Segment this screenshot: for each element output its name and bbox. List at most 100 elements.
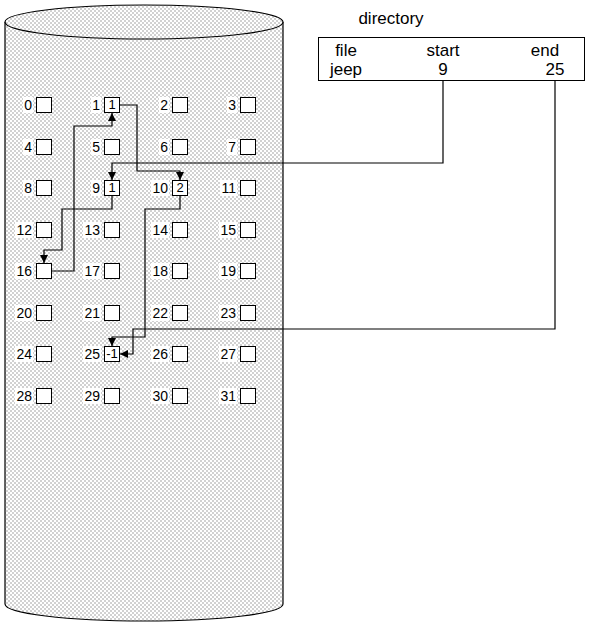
block-number: 12 (15, 222, 33, 238)
block-pointer-box (104, 388, 120, 404)
block-number: 24 (15, 346, 33, 362)
block-pointer-box (172, 388, 188, 404)
directory-table: directoryfilestartendjeep925 (318, 37, 585, 81)
disk-block: 30 (151, 388, 188, 404)
disk-block: 6 (159, 139, 188, 155)
disk-block: 26 (151, 346, 188, 362)
disk-block: 18 (151, 263, 188, 279)
disk-block: 28 (15, 388, 52, 404)
pointer-arrow (44, 196, 112, 263)
disk-block: 0 (23, 97, 52, 113)
block-number: 7 (227, 139, 237, 155)
block-number: 20 (15, 305, 33, 321)
block-number: 10 (151, 180, 169, 196)
disk-block: 20 (15, 305, 52, 321)
pointer-arrow (120, 105, 180, 180)
block-number: 0 (23, 97, 33, 113)
disk-block: 29 (83, 388, 120, 404)
block-number: 8 (23, 180, 33, 196)
block-number: 19 (219, 263, 237, 279)
block-number: 21 (83, 305, 101, 321)
block-number: 1 (91, 97, 101, 113)
disk-block: 24 (15, 346, 52, 362)
block-pointer-box (36, 180, 52, 196)
block-pointer-box (240, 346, 256, 362)
disk-block: 25-1 (83, 346, 120, 362)
block-pointer-box (104, 305, 120, 321)
block-number: 31 (219, 388, 237, 404)
block-number: 30 (151, 388, 169, 404)
disk-block: 12 (15, 222, 52, 238)
block-pointer-box (240, 139, 256, 155)
disk-block: 91 (91, 180, 120, 196)
table-heading: directory (357, 9, 424, 29)
disk-block: 11 (220, 180, 256, 196)
pointer-arrow (120, 81, 555, 354)
disk-block: 8 (23, 180, 52, 196)
disk-block: 11 (91, 97, 120, 113)
disk-block: 4 (23, 139, 52, 155)
disk-block: 23 (219, 305, 256, 321)
disk-block: 16 (15, 263, 52, 279)
block-number: 5 (91, 139, 101, 155)
pointer-value: 1 (108, 181, 115, 195)
pointer-arrow (112, 196, 180, 346)
block-pointer-box (36, 139, 52, 155)
pointer-value: 2 (176, 181, 183, 195)
block-number: 9 (91, 180, 101, 196)
disk-block: 17 (83, 263, 120, 279)
block-number: 26 (151, 346, 169, 362)
block-number: 2 (159, 97, 169, 113)
disk-block: 19 (219, 263, 256, 279)
disk-block: 7 (227, 139, 256, 155)
disk-block: 10 2 (151, 180, 188, 196)
block-pointer-box (36, 97, 52, 113)
block-pointer-box (172, 305, 188, 321)
block-pointer-box (36, 388, 52, 404)
block-pointer-box (172, 139, 188, 155)
block-number: 22 (151, 305, 169, 321)
block-pointer-box (240, 388, 256, 404)
disk-block: 21 (83, 305, 120, 321)
block-number: 29 (83, 388, 101, 404)
disk-block: 27 (219, 346, 256, 362)
disk-block: 15 (219, 222, 256, 238)
block-number: 11 (220, 180, 237, 196)
block-pointer-box (36, 263, 52, 279)
block-pointer-box (36, 305, 52, 321)
block-number: 18 (151, 263, 169, 279)
directory-cell: 25 (545, 60, 566, 80)
pointer-arrow (112, 81, 443, 180)
block-number: 17 (83, 263, 101, 279)
block-pointer-box: 1 (104, 180, 120, 196)
block-pointer-box (36, 222, 52, 238)
block-pointer-box (240, 97, 256, 113)
disk-block: 2 (159, 97, 188, 113)
block-number: 16 (15, 263, 33, 279)
disk-block: 22 (151, 305, 188, 321)
cylinder-body (5, 22, 283, 621)
block-number: 6 (159, 139, 169, 155)
disk-block: 3 (227, 97, 256, 113)
block-pointer-box: 2 (172, 180, 188, 196)
block-number: 3 (227, 97, 237, 113)
block-pointer-box (104, 222, 120, 238)
directory-cell: file (334, 41, 358, 61)
block-pointer-box (240, 305, 256, 321)
block-pointer-box (240, 263, 256, 279)
disk-block: 14 (151, 222, 188, 238)
pointer-value: -1 (106, 347, 118, 361)
block-pointer-box (172, 97, 188, 113)
block-number: 14 (151, 222, 169, 238)
directory-cell: 9 (437, 60, 448, 80)
block-pointer-box (104, 263, 120, 279)
block-pointer-box (104, 139, 120, 155)
block-number: 27 (219, 346, 237, 362)
cylinder-top (5, 5, 283, 39)
disk-block: 31 (219, 388, 256, 404)
block-number: 23 (219, 305, 237, 321)
block-pointer-box (172, 263, 188, 279)
disk-block: 5 (91, 139, 120, 155)
